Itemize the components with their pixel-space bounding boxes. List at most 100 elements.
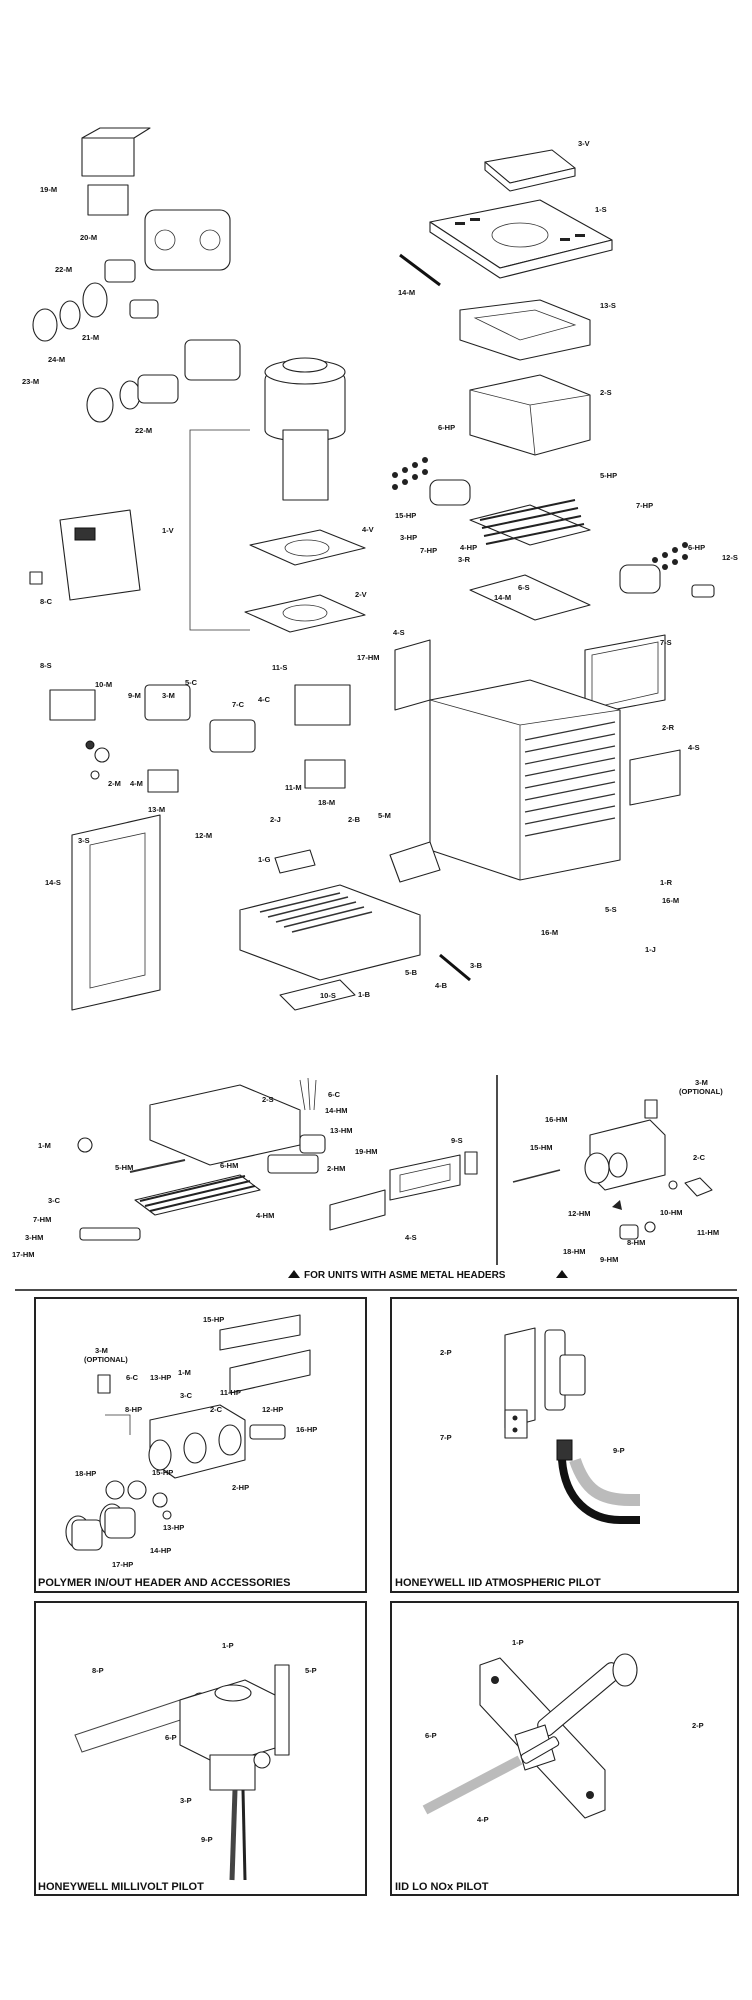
polymer-label-group: 15-HP 3-M (OPTIONAL) 1-M 6-C 13-HP 11-HP… — [38, 1315, 317, 1589]
polymer-drawing — [65, 1314, 311, 1551]
label-12s: 12-S — [722, 553, 738, 562]
up-arrow-icon — [556, 1270, 568, 1278]
union-part — [32, 308, 58, 342]
asme-label-19hm: 19-HM — [355, 1147, 378, 1156]
atmo-label-2p: 2-P — [440, 1348, 452, 1357]
asme-note-text: FOR UNITS WITH ASME METAL HEADERS — [304, 1270, 506, 1281]
asme-label-13hm: 13-HM — [330, 1126, 353, 1135]
label-6hp-a: 6-HP — [438, 423, 455, 432]
asme-label-14hm: 14-HM — [325, 1106, 348, 1115]
asme-label-10hm: 10-HM — [660, 1208, 683, 1217]
label-7hp-b: 7-HP — [636, 501, 653, 510]
flue-collector-part — [459, 299, 591, 361]
poly-label-3c: 3-C — [180, 1391, 193, 1400]
iid-atmospheric-drawing — [504, 1327, 640, 1524]
poly-label-2c: 2-C — [210, 1405, 223, 1414]
label-10m: 10-M — [95, 680, 112, 689]
lonox-label-2p: 2-P — [692, 1721, 704, 1730]
mv-label-3p: 3-P — [180, 1796, 192, 1805]
asme-label-3c: 3-C — [48, 1196, 61, 1205]
panel-title-millivolt: HONEYWELL MILLIVOLT PILOT — [38, 1881, 204, 1893]
baffle-part — [469, 574, 591, 621]
main-label-group: 3-V 1-S 14-M 13-S 19-M 20-M 22-M 21-M 24… — [22, 139, 738, 1000]
asme-section — [77, 1075, 713, 1265]
hx-cover-part — [469, 374, 591, 456]
label-8c: 8-C — [40, 597, 53, 606]
label-5c: 5-C — [185, 678, 198, 687]
mv-label-1p: 1-P — [222, 1641, 234, 1650]
millivolt-label-group: 1-P 5-P 8-P 6-P 3-P 9-P HONEYWELL MILLIV… — [38, 1641, 317, 1893]
label-2v: 2-V — [355, 590, 367, 599]
asme-label-12hm: 12-HM — [568, 1209, 591, 1218]
iid-atmospheric-label-group: 2-P 7-P 9-P HONEYWELL IID ATMOSPHERIC PI… — [395, 1348, 625, 1589]
side-panel-7s — [584, 634, 666, 716]
asme-label-4s: 4-S — [405, 1233, 417, 1242]
iid-lonox-label-group: 1-P 2-P 6-P 4-P IID LO NOx PILOT — [395, 1638, 704, 1893]
bolt-set-left — [392, 457, 428, 490]
label-14m: 14-M — [398, 288, 415, 297]
strip-part — [399, 253, 441, 287]
asme-label-group: 2-S 6-C 14-HM 13-HM 19-HM 1-M 2-HM 9-S 5… — [12, 1078, 723, 1264]
label-16m-a: 16-M — [662, 896, 679, 905]
label-7s: 7-S — [660, 638, 672, 647]
label-11m: 11-M — [285, 783, 302, 792]
gasket-2v-part — [244, 594, 366, 633]
label-1g: 1-G — [258, 855, 271, 864]
label-3v: 3-V — [578, 139, 590, 148]
label-4c: 4-C — [258, 695, 271, 704]
panel-title-iid-atmospheric: HONEYWELL IID ATMOSPHERIC PILOT — [395, 1577, 601, 1589]
asme-label-15hm: 15-HM — [530, 1143, 553, 1152]
display-part — [144, 684, 191, 721]
label-19m: 19-M — [40, 185, 57, 194]
panel-millivolt — [34, 1601, 367, 1896]
label-17hm: 17-HM — [357, 653, 380, 662]
control-board-part — [59, 509, 141, 601]
label-10s: 10-S — [320, 991, 336, 1000]
panel-title-iid-lonox: IID LO NOx PILOT — [395, 1881, 489, 1893]
asme-note: FOR UNITS WITH ASME METAL HEADERS — [288, 1270, 568, 1281]
asme-label-4hm: 4-HM — [256, 1211, 274, 1220]
poly-label-11hp: 11-HP — [220, 1388, 241, 1397]
valve-cover-part — [81, 137, 135, 177]
label-18m: 18-M — [318, 798, 335, 807]
label-3m: 3-M — [162, 691, 175, 700]
mv-label-9p: 9-P — [201, 1835, 213, 1844]
poly-label-optional: (OPTIONAL) — [84, 1355, 128, 1364]
gasket-4v-part — [249, 529, 366, 566]
asme-label-3m: 3-M — [695, 1078, 708, 1087]
iid-lonox-drawing — [422, 1653, 638, 1819]
asme-label-9s: 9-S — [451, 1136, 463, 1145]
asme-label-16hm: 16-HM — [545, 1115, 568, 1124]
asme-label-8hm: 8-HM — [627, 1238, 645, 1247]
asme-label-2c: 2-C — [693, 1153, 706, 1162]
panel-iid-lonox — [390, 1601, 739, 1896]
label-15hp: 15-HP — [395, 511, 416, 520]
burner-part — [279, 979, 356, 1011]
poly-label-12hp: 12-HP — [262, 1405, 283, 1414]
poly-label-14hp: 14-HP — [150, 1546, 171, 1555]
panel-iid-atmospheric — [390, 1297, 739, 1593]
label-2m: 2-M — [108, 779, 121, 788]
lonox-label-6p: 6-P — [425, 1731, 437, 1740]
cover-8s — [49, 689, 96, 721]
label-5b: 5-B — [405, 968, 418, 977]
label-9m: 9-M — [128, 691, 141, 700]
mv-label-5p: 5-P — [305, 1666, 317, 1675]
label-4b: 4-B — [435, 981, 448, 990]
label-1v: 1-V — [162, 526, 174, 535]
label-3r: 3-R — [458, 555, 471, 564]
label-2j: 2-J — [270, 815, 281, 824]
poly-label-3m: 3-M — [95, 1346, 108, 1355]
label-23m: 23-M — [22, 377, 39, 386]
label-4hp: 4-HP — [460, 543, 477, 552]
asme-label-5hm: 5-HM — [115, 1163, 133, 1172]
label-2b: 2-B — [348, 815, 361, 824]
label-1r: 1-R — [660, 878, 673, 887]
lonox-label-4p: 4-P — [477, 1815, 489, 1824]
label-2s: 2-S — [600, 388, 612, 397]
poly-label-13hp: 13-HP — [150, 1373, 171, 1382]
label-2r: 2-R — [662, 723, 675, 732]
label-7hp-a: 7-HP — [420, 546, 437, 555]
label-21m: 21-M — [82, 333, 99, 342]
